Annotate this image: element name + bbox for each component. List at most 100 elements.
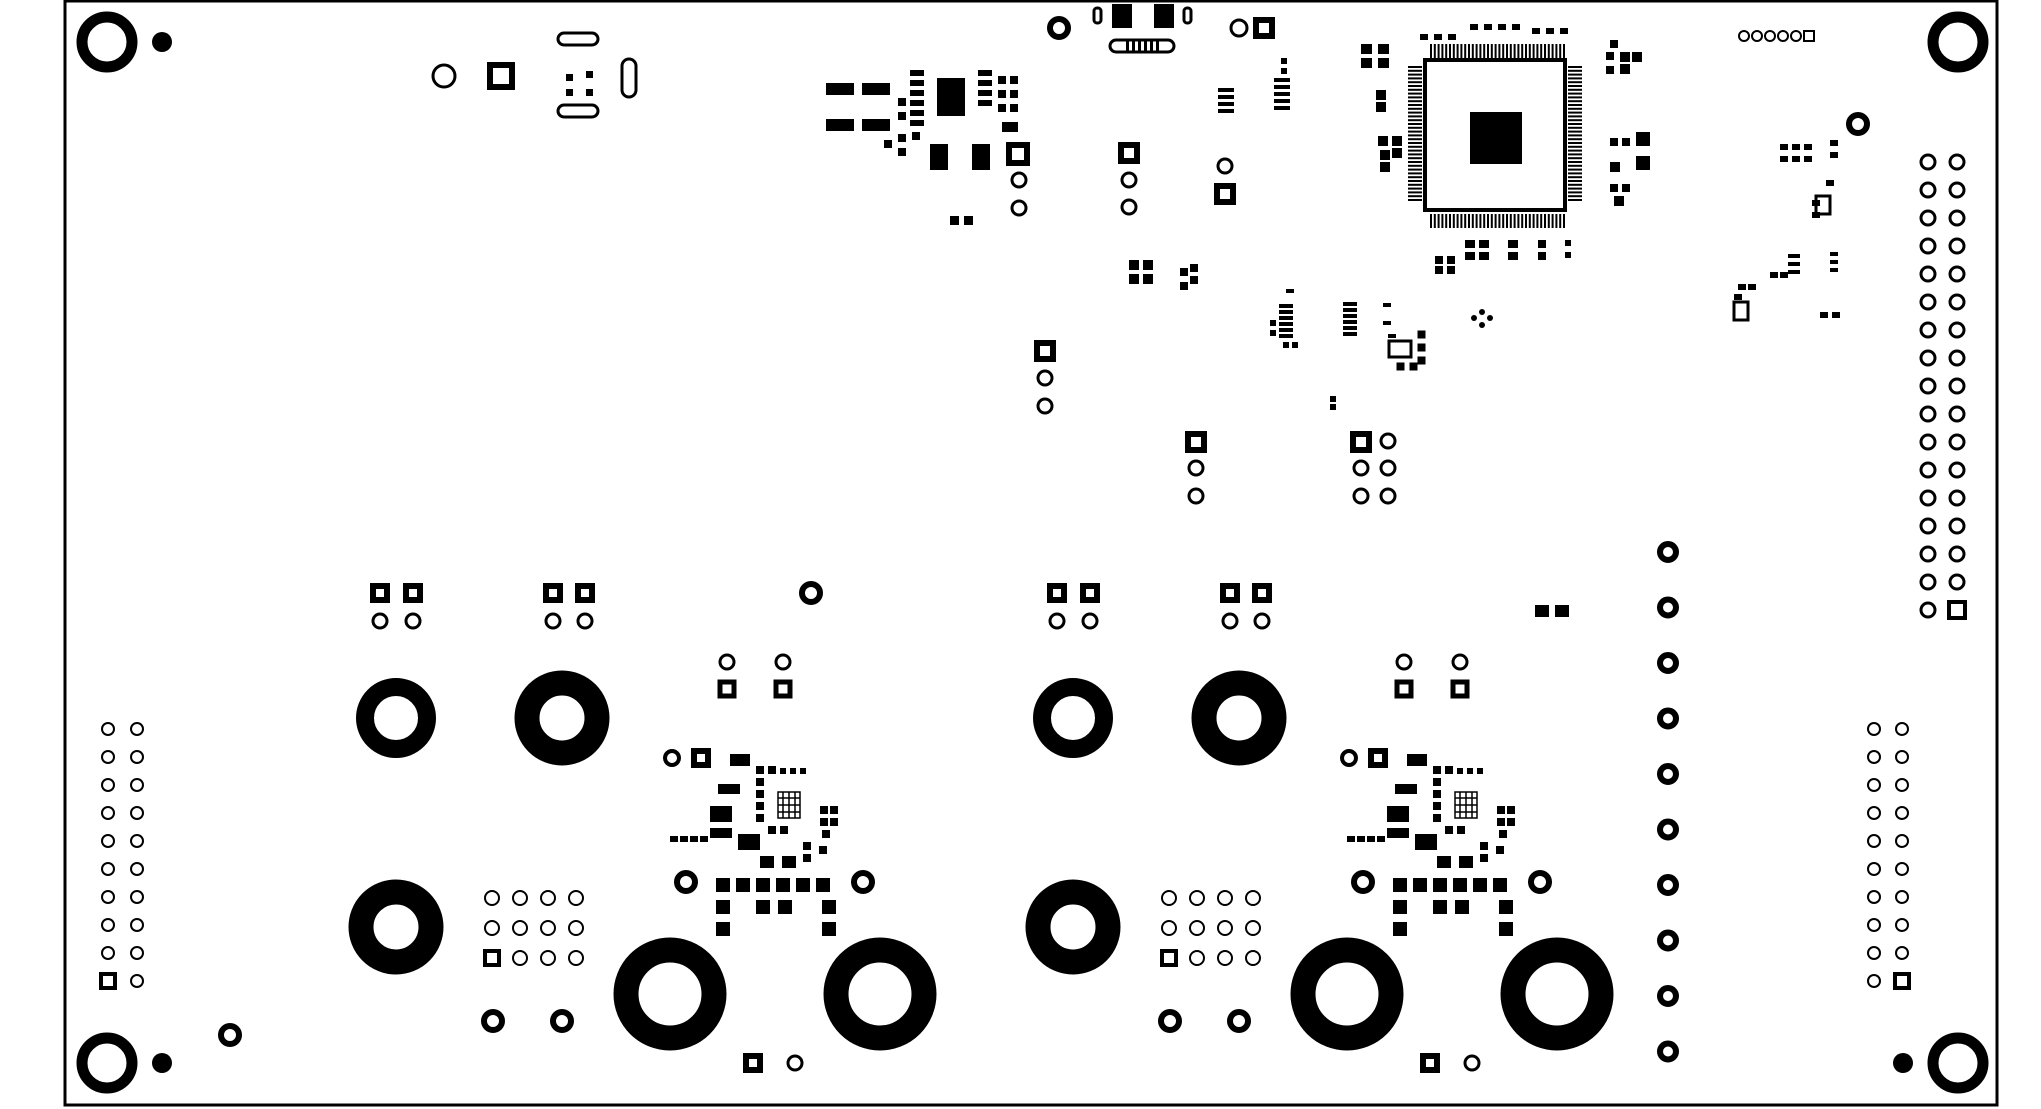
qfp-pin <box>1568 115 1582 118</box>
qfp-pin <box>1452 44 1455 58</box>
qfp-pin <box>1540 44 1543 58</box>
qfp-pin <box>1408 153 1422 156</box>
header-pin <box>1867 946 1881 960</box>
header-pin <box>101 862 115 876</box>
qfp-pin <box>1483 44 1486 58</box>
qfp-pin <box>1532 44 1535 58</box>
header-pin <box>1217 920 1233 936</box>
qfp-pin <box>1408 92 1422 95</box>
qfp-pin <box>1568 107 1582 110</box>
qfp-pin <box>1568 138 1582 141</box>
qfp-pin <box>1408 107 1422 110</box>
qfp-pin <box>1528 44 1531 58</box>
qfp-pin <box>1408 187 1422 190</box>
header-pin <box>1919 209 1937 227</box>
qfp-pin <box>1408 88 1422 91</box>
qfp-pin <box>1441 214 1444 228</box>
qfp-pin <box>1479 44 1482 58</box>
qfp-pin <box>1568 69 1582 72</box>
header-pin <box>130 946 144 960</box>
test-point <box>1657 1040 1679 1063</box>
header-pin <box>1245 920 1261 936</box>
header-pin <box>1919 349 1937 367</box>
qfp-pin <box>1408 66 1422 68</box>
qfp-pin <box>1563 44 1565 58</box>
header-pin <box>1919 153 1937 171</box>
banana-jacks <box>348 670 1614 1051</box>
qfp-pin <box>1408 176 1422 179</box>
qfp-pin <box>1408 69 1422 72</box>
header-pin-1 <box>1893 972 1911 990</box>
qfp-pin <box>1408 145 1422 148</box>
test-point <box>1657 929 1679 952</box>
header-pin <box>1948 433 1966 451</box>
channel-left-bga <box>777 791 801 819</box>
qfp-pin <box>1568 153 1582 156</box>
qfp-pin <box>1532 214 1535 228</box>
qfp-pin <box>1408 104 1422 106</box>
qfp-pin <box>1408 168 1422 171</box>
test-point <box>1657 874 1679 896</box>
channel-right-sense <box>1347 754 1515 936</box>
qfp-pin <box>1483 214 1486 228</box>
test-point <box>1657 818 1679 841</box>
qfp-pin <box>1568 104 1582 106</box>
qfp-pin <box>1490 44 1493 58</box>
header-pin <box>1948 293 1966 311</box>
qfp-pin <box>1494 214 1497 228</box>
header-pin <box>1867 918 1881 932</box>
header-pin <box>101 778 115 792</box>
qfp-pin <box>1456 44 1459 58</box>
header-pin-1 <box>483 949 501 967</box>
channel-right-headers <box>1047 583 1552 1073</box>
qfp-pin <box>1475 214 1478 228</box>
header-pin-1 <box>99 972 117 990</box>
qfp-pin <box>1513 214 1516 228</box>
qfp-pin <box>1408 180 1422 182</box>
qfp-pin <box>1568 73 1582 76</box>
header-pin <box>1919 237 1937 255</box>
qfp-pin <box>1408 111 1422 114</box>
qfp-pin <box>1408 149 1422 152</box>
header-pin <box>130 862 144 876</box>
qfp-pin <box>1568 172 1582 175</box>
qfp-pin <box>1408 100 1422 103</box>
qfp-pin <box>1408 134 1422 137</box>
qfp-pin <box>1568 92 1582 95</box>
header-pin <box>130 974 144 988</box>
header-pin <box>130 722 144 736</box>
header-pin <box>1948 349 1966 367</box>
qfp-pin <box>1494 44 1497 58</box>
qfp-pin <box>1568 130 1582 133</box>
header-pin <box>130 778 144 792</box>
header-pin <box>1895 778 1909 792</box>
qfp-pin <box>1471 214 1474 228</box>
qfp-pin <box>1544 44 1546 58</box>
qfp-pin <box>1568 176 1582 179</box>
qfp-pin <box>1468 214 1470 228</box>
header-pin <box>1948 153 1966 171</box>
qfp-pin <box>1568 88 1582 91</box>
qfp-pin <box>1563 214 1565 228</box>
header-pin <box>1919 377 1937 395</box>
header-pin <box>101 722 115 736</box>
header-pin <box>1919 265 1937 283</box>
qfp-pin <box>1408 199 1422 201</box>
qfp-pin <box>1568 142 1582 144</box>
qfp-pin <box>1502 44 1505 58</box>
qfp-pin <box>1525 44 1527 58</box>
qfp-pin <box>1490 214 1493 228</box>
qfp-pin <box>1445 44 1448 58</box>
qfp-pin <box>1408 191 1422 194</box>
qfp-pin <box>1468 44 1470 58</box>
header-pin <box>1161 890 1177 906</box>
qfp-pin <box>1568 100 1582 103</box>
header-pin <box>1245 950 1261 966</box>
mounting-holes <box>76 11 1989 1094</box>
header-pin-1 <box>1947 600 1967 620</box>
qfp-pin <box>1525 214 1527 228</box>
header-pin <box>101 918 115 932</box>
qfp-pin <box>1437 214 1440 228</box>
qfp-pin <box>1568 195 1582 198</box>
header-pin <box>1919 405 1937 423</box>
